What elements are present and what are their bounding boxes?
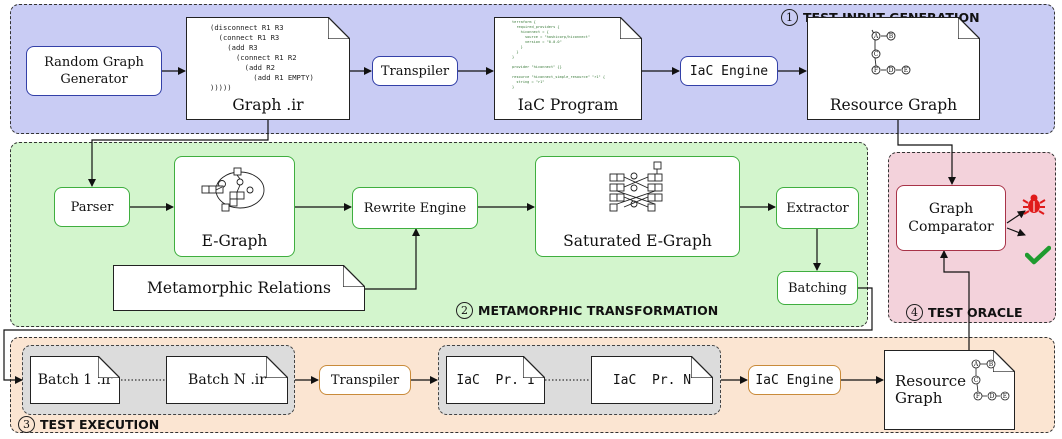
graph-ir-code: (disconnect R1 R3 (connect R1 R3 (add R3… <box>210 23 314 92</box>
batch-n-label: Batch N .ir <box>188 371 266 388</box>
iac-program-label: IaC Program <box>517 96 619 114</box>
graph-comparator: Graph Comparator <box>896 185 1006 251</box>
saturated-egraph: Saturated E-Graph <box>535 156 740 257</box>
egraph-icon <box>201 167 265 212</box>
batch-n-document: Batch N .ir <box>166 356 288 404</box>
stage-label: METAMORPHIC TRANSFORMATION <box>478 303 719 318</box>
batching: Batching <box>777 271 858 305</box>
stage-title-execution: 3 TEST EXECUTION <box>18 416 159 433</box>
batch-1-label: Batch 1 .ir <box>37 371 113 388</box>
saturated-egraph-label: Saturated E-Graph <box>563 232 712 250</box>
parser: Parser <box>54 187 130 227</box>
random-graph-generator: Random Graph Generator <box>26 46 162 96</box>
iac-program-code: terraform { required_providers { hiconne… <box>512 20 606 89</box>
node-label-b: B <box>889 33 894 40</box>
doc-fold <box>691 356 713 378</box>
stage-number: 3 <box>18 416 35 433</box>
node-label-d: D <box>889 67 894 74</box>
iac-program-1-label: IaC Pr. 1 <box>456 372 535 388</box>
graph-ir-label: Graph .ir <box>232 96 304 114</box>
doc-fold <box>620 17 642 39</box>
transpiler-execution: Transpiler <box>319 365 411 395</box>
node-label-e: E <box>1003 393 1007 400</box>
doc-fold <box>523 356 545 378</box>
edge-comparator-pass <box>1006 227 1026 237</box>
node-label-a: A <box>973 361 979 368</box>
iac-engine-input: IaC Engine <box>680 56 778 86</box>
graph-ir-document: Graph .ir <box>186 17 350 120</box>
node-label-f: F <box>976 393 980 400</box>
node-label-b: B <box>989 361 994 368</box>
edge-graph-parser <box>88 120 269 187</box>
bug-icon <box>1022 194 1046 215</box>
node-label-e: E <box>904 67 908 74</box>
rewrite-engine: Rewrite Engine <box>352 187 478 229</box>
saturated-egraph-icon <box>609 161 663 212</box>
resource-graph-2-label: Resource Graph <box>895 372 967 407</box>
edge-batching-batch1 <box>3 287 873 384</box>
stage-title-oracle: 4 TEST ORACLE <box>906 304 1023 321</box>
doc-fold <box>343 265 365 287</box>
iac-program-document: IaC Program <box>494 17 642 120</box>
doc-fold <box>98 356 120 378</box>
iac-engine-execution: IaC Engine <box>748 365 841 395</box>
iac-program-n-label: IaC Pr. N <box>612 372 692 388</box>
edge-relations-rewrite <box>365 228 420 290</box>
stage-number: 1 <box>781 9 798 26</box>
doc-fold <box>993 350 1015 372</box>
check-icon <box>1025 245 1051 265</box>
node-label-f: F <box>874 67 878 74</box>
doc-fold <box>328 17 350 39</box>
transpiler-input: Transpiler <box>372 56 458 86</box>
metamorphic-relations-document: Metamorphic Relations <box>113 265 365 311</box>
edge-resource2-comparator <box>940 250 970 350</box>
stage-number: 4 <box>906 304 923 321</box>
doc-fold <box>958 17 980 39</box>
stage-label: TEST EXECUTION <box>40 417 160 432</box>
node-label-d: D <box>990 393 995 400</box>
metamorphic-relations-label: Metamorphic Relations <box>147 278 331 297</box>
mini-resource-graph: A B C D E F <box>871 29 911 75</box>
edge-comparator-fail <box>1006 210 1026 224</box>
resource-graph-label: Resource Graph <box>829 96 958 114</box>
edge-resource1-comparator <box>897 120 956 185</box>
node-label-c: C <box>874 51 879 58</box>
doc-fold <box>266 356 288 378</box>
mini-resource-graph-2: A B C D E F <box>971 359 1010 401</box>
stage-title-transform: 2 METAMORPHIC TRANSFORMATION <box>456 302 718 319</box>
extractor: Extractor <box>776 187 859 229</box>
node-label-c: C <box>974 377 979 384</box>
stage-number: 2 <box>456 302 473 319</box>
egraph-label: E-Graph <box>201 232 268 250</box>
node-label-a: A <box>873 33 879 40</box>
stage-label: TEST ORACLE <box>928 305 1023 320</box>
